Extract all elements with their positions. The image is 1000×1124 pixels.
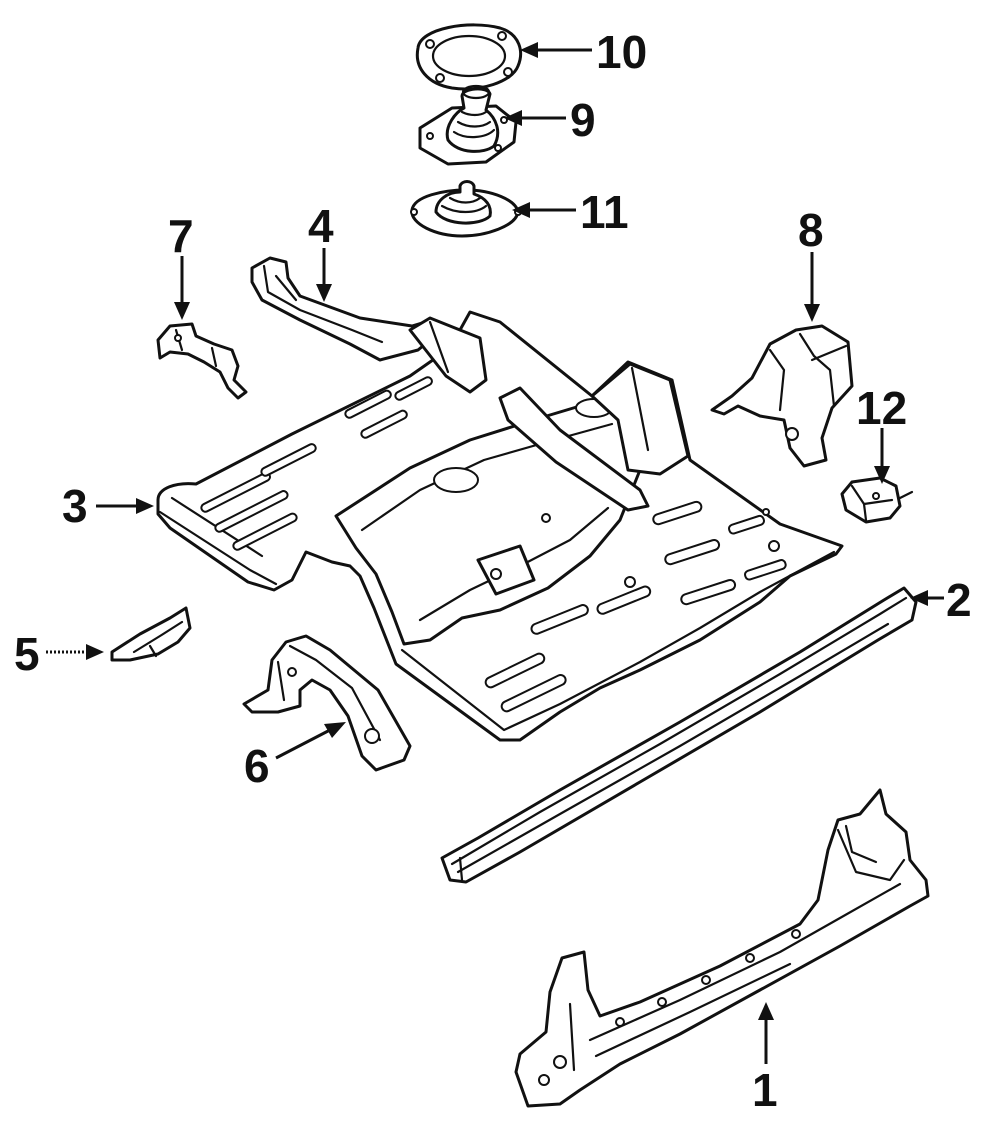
part-3-floor-pan[interactable] bbox=[156, 310, 844, 742]
callout-11: 11 bbox=[580, 186, 629, 238]
part-11-inner-boot[interactable] bbox=[410, 180, 522, 238]
leader-lines bbox=[46, 42, 944, 1064]
left-floor-slots bbox=[200, 376, 433, 551]
part-1-rocker-panel[interactable] bbox=[514, 788, 930, 1108]
callout-2: 2 bbox=[946, 574, 972, 626]
right-floor-slots bbox=[484, 500, 787, 713]
part-2-rocker-rail[interactable] bbox=[440, 586, 918, 884]
part-10-gasket-plate[interactable] bbox=[415, 23, 523, 91]
callout-5: 5 bbox=[14, 628, 40, 680]
callout-labels: 10 9 11 4 7 8 12 3 2 5 6 1 bbox=[14, 26, 972, 1116]
callout-6: 6 bbox=[244, 740, 270, 792]
part-4-tunnel-brace[interactable] bbox=[250, 256, 442, 362]
callout-7: 7 bbox=[168, 210, 194, 262]
callout-3: 3 bbox=[62, 480, 88, 532]
callout-10: 10 bbox=[596, 26, 647, 78]
part-5-reinforcement[interactable] bbox=[110, 606, 192, 662]
part-6-seat-support[interactable] bbox=[242, 634, 412, 772]
callout-12: 12 bbox=[856, 382, 907, 434]
callout-8: 8 bbox=[798, 204, 824, 256]
part-7-bracket[interactable] bbox=[156, 322, 248, 400]
callout-9: 9 bbox=[570, 94, 596, 146]
callout-4: 4 bbox=[308, 200, 334, 252]
callout-1: 1 bbox=[752, 1064, 778, 1116]
part-9-shift-boot[interactable] bbox=[418, 84, 518, 166]
part-8-rear-bracket[interactable] bbox=[710, 324, 854, 468]
part-12-small-block[interactable] bbox=[840, 476, 914, 524]
